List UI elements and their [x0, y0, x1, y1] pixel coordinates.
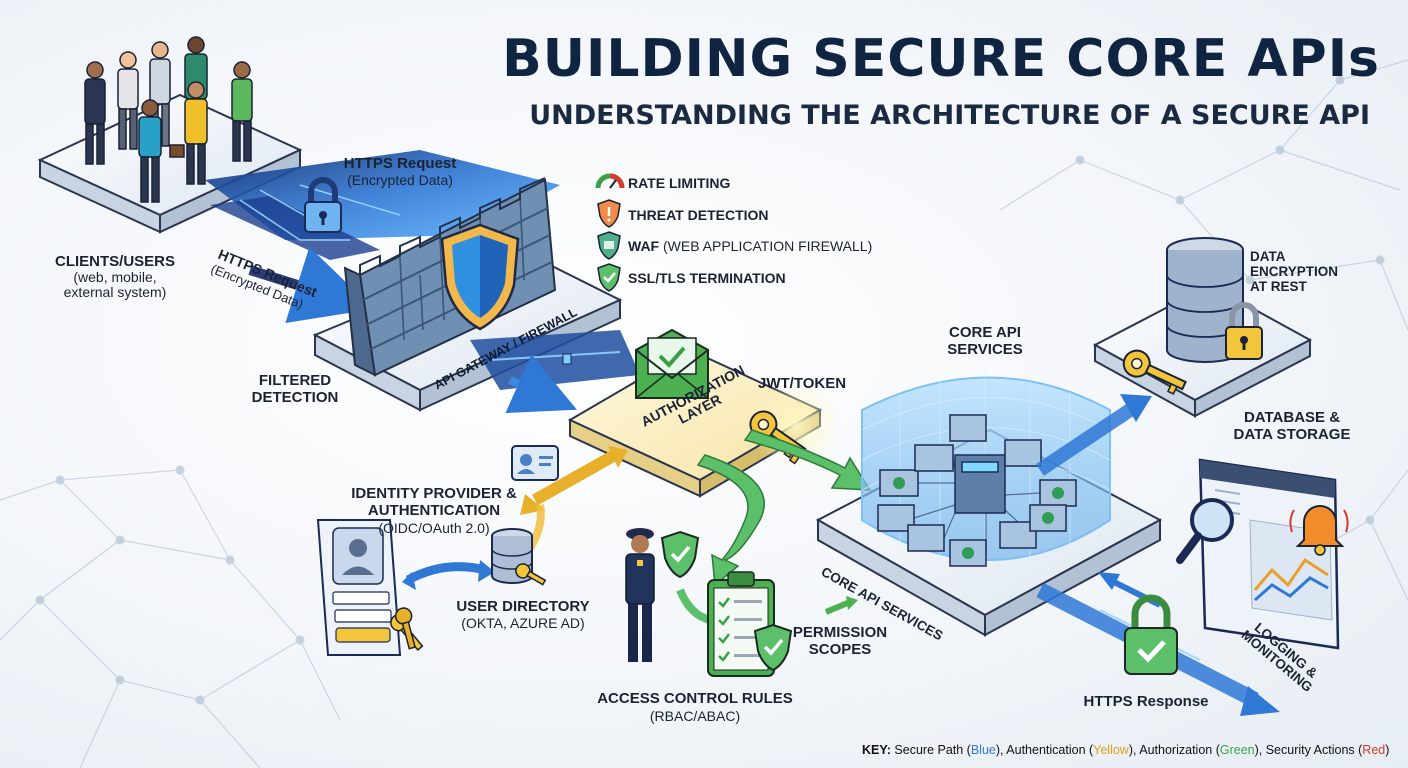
key-sec: ), Security Actions (	[1254, 743, 1363, 757]
clipboard-shield-icon	[753, 623, 793, 672]
envelope-check-icon	[635, 328, 709, 399]
feature-threat-detection: THREAT DETECTION	[628, 207, 769, 223]
user-directory-label: USER DIRECTORY	[456, 598, 590, 615]
filtered-detection-label: FILTERED DETECTION	[251, 372, 339, 407]
access-control-detail: (RBAC/ABAC)	[649, 708, 741, 724]
key-red: Red	[1362, 743, 1386, 757]
magnifier-icon	[1176, 498, 1234, 564]
users-icon	[84, 36, 253, 203]
key-yellow: Yellow	[1093, 743, 1129, 757]
key-secure: Secure Path (	[890, 743, 971, 757]
gauge-icon	[595, 173, 625, 189]
jwt-token-label: JWT/TOKEN	[758, 375, 847, 392]
secure-path-to-database	[1036, 394, 1152, 476]
directory-key-icon	[515, 563, 547, 586]
page-subtitle: UNDERSTANDING THE ARCHITECTURE OF A SECU…	[470, 100, 1370, 131]
threat-shield-icon	[597, 199, 621, 228]
feature-rate-limiting: RATE LIMITING	[628, 175, 730, 191]
bell-icon	[1289, 505, 1349, 556]
subtitle-pre: UNDERSTANDING THE	[529, 100, 871, 131]
keys-icon	[390, 607, 424, 651]
padlock-check-icon	[1124, 594, 1178, 675]
access-control-label: ACCESS CONTROL RULES	[597, 690, 793, 707]
identity-provider-label: IDENTITY PROVIDER & AUTHENTICATION	[351, 485, 517, 519]
check-shield-icon	[597, 263, 621, 292]
feature-waf-detail: (WEB APPLICATION FIREWALL)	[659, 238, 873, 254]
user-directory-detail: (OKTA, AZURE AD)	[461, 615, 585, 631]
https-request-detail: (Encrypted Data)	[347, 172, 453, 188]
key-blue: Blue	[970, 743, 996, 757]
https-response-label: HTTPS Response	[1083, 693, 1209, 710]
subtitle-emphasis: ARCHITECTURE	[870, 100, 1101, 131]
feature-ssl-tls: SSL/TLS TERMINATION	[628, 270, 786, 286]
key-green: Green	[1219, 743, 1255, 757]
key-authz: ), Authorization (	[1128, 743, 1220, 757]
key-legend: KEY: Secure Path (Blue), Authentication …	[862, 743, 1389, 757]
server-cluster-icon	[877, 414, 1077, 567]
permission-scopes-label: PERMISSION SCOPES	[792, 624, 888, 658]
id-card-icon	[511, 445, 559, 481]
network-mesh	[0, 59, 1408, 768]
feature-ssl-tls-label: SSL/TLS TERMINATION	[628, 270, 786, 286]
login-form-icon	[316, 519, 402, 656]
feature-threat-detection-label: THREAT DETECTION	[628, 207, 769, 223]
directory-sync-arrow	[402, 560, 495, 590]
core-api-title-label: CORE API SERVICES	[947, 324, 1023, 358]
secure-path-flow-filtered	[470, 330, 640, 413]
data-encryption-label: DATA ENCRYPTION AT REST	[1250, 249, 1339, 294]
lock-icon	[304, 177, 342, 233]
https-request-label: HTTPS Request	[343, 155, 457, 172]
chart-icon	[1253, 557, 1329, 602]
key-prefix: KEY:	[862, 743, 891, 757]
guard-icon	[625, 528, 655, 662]
subtitle-post: OF A SECURE API	[1100, 100, 1370, 131]
clients-label: CLIENTS/USERS	[54, 253, 175, 270]
page-title: BUILDING SECURE CORE APIs	[502, 29, 1380, 89]
waf-shield-icon	[597, 231, 621, 260]
database-lock-icon	[1122, 237, 1263, 395]
identity-provider-detail: (OIDC/OAuth 2.0)	[378, 520, 490, 536]
key-end: )	[1385, 743, 1390, 757]
shield-icon	[440, 223, 520, 331]
key-auth: ), Authentication (	[995, 743, 1094, 757]
feature-waf: WAF (WEB APPLICATION FIREWALL)	[628, 238, 872, 254]
database-label: DATABASE & DATA STORAGE	[1233, 409, 1351, 443]
clients-detail: (web, mobile, external system)	[63, 269, 167, 301]
authorization-flow-to-core	[743, 429, 872, 491]
feature-waf-label: WAF	[628, 238, 660, 254]
guard-shield-icon	[660, 530, 700, 579]
feature-rate-limiting-label: RATE LIMITING	[628, 175, 731, 191]
